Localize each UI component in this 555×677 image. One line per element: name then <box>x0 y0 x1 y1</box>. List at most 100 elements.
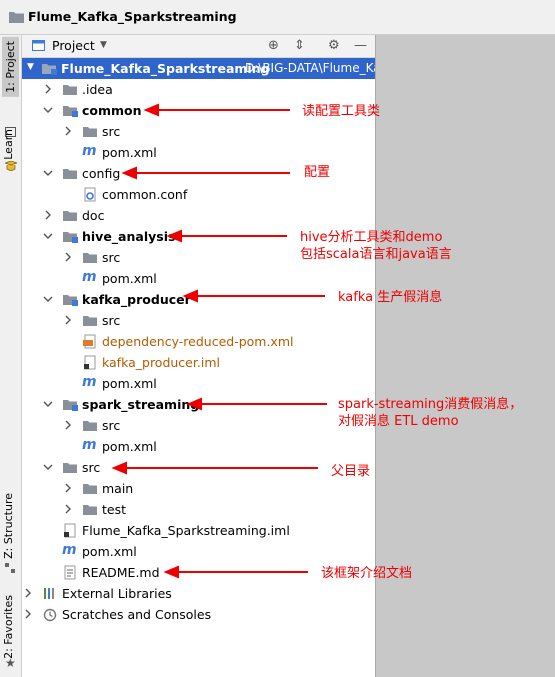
chevron-down-icon[interactable]: ▼ <box>100 40 107 50</box>
tree-label: src <box>102 313 121 328</box>
tree-item-common-src[interactable]: src <box>22 121 375 142</box>
tree-label: src <box>102 418 121 433</box>
panel-divider <box>375 35 376 677</box>
tree-item-main[interactable]: main <box>22 478 375 499</box>
annotation-spark-2: 对假消息 ETL demo <box>338 414 459 429</box>
chevron-down-icon[interactable] <box>43 230 53 242</box>
tree-item-readme[interactable]: README.md <box>22 562 375 583</box>
tree-item-hive-pom[interactable]: m pom.xml <box>22 268 375 289</box>
tree-item-kafka-iml[interactable]: kafka_producer.iml <box>22 352 375 373</box>
module-folder-icon <box>63 232 78 243</box>
tree-item-config[interactable]: config <box>22 163 375 184</box>
tree-label: hive_analysis <box>82 229 176 244</box>
tree-item-dependency-reduced-pom[interactable]: dependency-reduced-pom.xml <box>22 331 375 352</box>
tree-label: Flume_Kafka_Sparkstreaming <box>61 61 270 76</box>
chevron-right-icon[interactable] <box>43 83 53 95</box>
maven-icon: m <box>62 542 77 558</box>
star-icon: ★ <box>5 656 16 670</box>
tree-root[interactable]: ▼ Flume_Kafka_Sparkstreaming D:\BIG-DATA… <box>22 58 381 79</box>
module-folder-icon <box>63 106 78 117</box>
tree-item-hive-src[interactable]: src <box>22 247 375 268</box>
tree-label: common.conf <box>102 187 188 202</box>
chevron-down-icon[interactable] <box>43 398 53 410</box>
markdown-file-icon <box>64 565 76 580</box>
folder-icon <box>9 12 24 23</box>
module-folder-icon <box>42 64 57 75</box>
tree-item-doc[interactable]: doc <box>22 205 375 226</box>
tree-label: doc <box>82 208 105 223</box>
tree-item-common-pom[interactable]: m pom.xml <box>22 142 375 163</box>
chevron-right-icon[interactable] <box>63 503 73 515</box>
annotation-config: 配置 <box>304 165 331 180</box>
iml-file-icon <box>64 523 76 538</box>
tree-item-src[interactable]: src <box>22 457 375 478</box>
locate-icon[interactable]: ⊕ <box>268 38 279 53</box>
hide-icon[interactable]: — <box>354 38 367 53</box>
tree-item-kafka-producer[interactable]: kafka_producer <box>22 289 375 310</box>
chevron-right-icon[interactable] <box>63 125 73 137</box>
config-file-icon <box>84 187 96 202</box>
tab-favorites[interactable]: 2: Favorites <box>2 595 15 659</box>
chevron-right-icon[interactable] <box>63 482 73 494</box>
maven-icon: m <box>82 437 97 453</box>
tree-item-root-iml[interactable]: Flume_Kafka_Sparkstreaming.iml <box>22 520 375 541</box>
tree-label: src <box>102 124 121 139</box>
tree-label: test <box>102 502 127 517</box>
tree-item-common[interactable]: common <box>22 100 375 121</box>
tab-project[interactable]: 1: Project <box>2 37 19 97</box>
chevron-right-icon[interactable] <box>23 587 33 599</box>
chevron-down-icon[interactable] <box>43 293 53 305</box>
root-path: D:\BIG-DATA\Flume_Ka <box>245 61 381 75</box>
folder-icon <box>63 169 77 179</box>
tab-learn[interactable]: Learn <box>2 129 15 160</box>
chevron-right-icon[interactable] <box>23 608 33 620</box>
tree-label: pom.xml <box>102 271 157 286</box>
tree-label: External Libraries <box>62 586 172 601</box>
tree-item-idea[interactable]: .idea <box>22 79 375 100</box>
tree-item-spark-src[interactable]: src <box>22 415 375 436</box>
chevron-down-icon[interactable] <box>43 104 53 116</box>
tree-item-external-libraries[interactable]: External Libraries <box>22 583 375 604</box>
tab-structure[interactable]: Z: Structure <box>2 493 15 559</box>
tree-item-kafka-src[interactable]: src <box>22 310 375 331</box>
gear-icon[interactable]: ⚙ <box>328 38 340 53</box>
tree-item-scratches[interactable]: Scratches and Consoles <box>22 604 375 625</box>
chevron-right-icon[interactable] <box>63 419 73 431</box>
xml-file-icon <box>83 334 96 349</box>
module-folder-icon <box>63 400 78 411</box>
annotation-src: 父目录 <box>331 464 371 479</box>
folder-icon <box>83 127 97 137</box>
maven-icon: m <box>82 143 97 159</box>
chevron-right-icon[interactable] <box>43 209 53 221</box>
project-icon <box>5 127 16 137</box>
chevron-right-icon[interactable] <box>63 314 73 326</box>
tree-item-hive-analysis[interactable]: hive_analysis <box>22 226 375 247</box>
maven-icon: m <box>82 269 97 285</box>
project-view-icon <box>32 40 45 51</box>
tree-item-test[interactable]: test <box>22 499 375 520</box>
collapse-icon[interactable]: ⇕ <box>294 38 305 53</box>
tree-label: src <box>102 250 121 265</box>
folder-icon <box>83 421 97 431</box>
annotation-spark-1: spark-streaming消费假消息， <box>338 397 523 412</box>
tree-label: .idea <box>82 82 113 97</box>
panel-title[interactable]: Project <box>52 38 95 53</box>
tree-label: pom.xml <box>102 439 157 454</box>
annotation-kafka: kafka 生产假消息 <box>338 290 443 305</box>
iml-file-icon <box>84 355 96 370</box>
tree-item-kafka-pom[interactable]: m pom.xml <box>22 373 375 394</box>
project-panel-header: Project ▼ ⊕ ⇕ ⚙ — <box>22 35 375 58</box>
window-title: Flume_Kafka_Sparkstreaming <box>28 9 237 24</box>
tree-item-root-pom[interactable]: m pom.xml <box>22 541 375 562</box>
tree-label: Scratches and Consoles <box>62 607 212 622</box>
tree-label: kafka_producer <box>82 292 191 307</box>
tree-label: main <box>102 481 134 496</box>
tree-item-spark-streaming[interactable]: spark_streaming <box>22 394 375 415</box>
chevron-right-icon[interactable] <box>63 251 73 263</box>
chevron-down-icon[interactable] <box>43 167 53 179</box>
chevron-down-icon[interactable] <box>43 461 53 473</box>
chevron-down-icon[interactable]: ▼ <box>27 62 34 72</box>
tree-item-common-conf[interactable]: common.conf <box>22 184 375 205</box>
project-tree: ▼ Flume_Kafka_Sparkstreaming D:\BIG-DATA… <box>22 58 381 677</box>
tree-item-spark-pom[interactable]: m pom.xml <box>22 436 375 457</box>
